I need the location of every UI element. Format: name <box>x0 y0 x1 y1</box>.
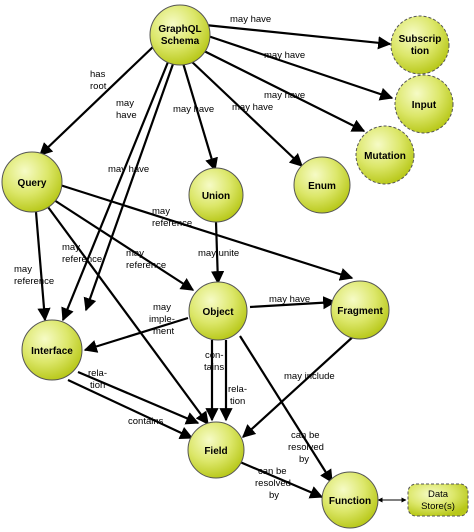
label-object-interface-1: may <box>153 302 171 313</box>
edge-query-interface <box>34 211 51 322</box>
label-query-field-2: reference <box>62 254 102 265</box>
node-interface-label: Interface <box>31 346 73 357</box>
label-object-field-contains-2: tains <box>204 362 224 373</box>
label-schema-interface-1: may <box>116 98 134 109</box>
node-field[interactable]: Field <box>187 421 245 479</box>
label-query-field-1: may <box>62 242 80 253</box>
edge-query-fragment <box>59 183 354 281</box>
label-schema-query-1: has <box>90 69 106 80</box>
node-query[interactable]: Query <box>1 151 63 213</box>
label-query-fragment-1: may <box>152 206 170 217</box>
label-schema-mutation: may have <box>264 90 305 101</box>
label-object-field-relation-1: rela- <box>228 384 247 395</box>
edge-schema-field <box>83 63 175 312</box>
label-field-function-2: resolved <box>255 478 291 489</box>
node-data-store-line2: Store(s) <box>421 501 455 512</box>
node-object-label: Object <box>202 307 234 318</box>
label-schema-subscription: may have <box>230 14 271 25</box>
edges <box>34 23 407 503</box>
label-object-fragment: may have <box>269 294 310 305</box>
label-query-object-2: reference <box>126 260 166 271</box>
node-function[interactable]: Function <box>321 471 379 529</box>
node-graphql-schema[interactable]: GraphQL Schema <box>149 4 211 66</box>
node-enum-label: Enum <box>308 181 336 192</box>
node-interface[interactable]: Interface <box>21 319 83 381</box>
edge-schema-interface <box>61 61 170 322</box>
label-fragment-field: may include <box>284 371 335 382</box>
node-fragment-label: Fragment <box>337 306 383 317</box>
node-graphql-schema-line2: Schema <box>161 36 200 47</box>
label-schema-input: may have <box>264 50 305 61</box>
label-object-function-2: resolved <box>288 442 324 453</box>
label-interface-field-contains: contains <box>128 416 164 427</box>
node-data-store[interactable]: Data Store(s) <box>407 483 469 517</box>
edge-object-function <box>239 335 333 484</box>
edge-schema-enum <box>189 59 303 167</box>
edge-object-interface <box>83 316 189 353</box>
label-schema-field: may have <box>108 164 149 175</box>
node-mutation[interactable]: Mutation <box>355 125 415 185</box>
label-schema-interface-2: have <box>116 110 137 121</box>
node-union-label: Union <box>202 191 230 202</box>
edge-labels: may have may have may have may have may … <box>14 14 335 501</box>
label-interface-field-relation-2: tion <box>90 380 105 391</box>
label-query-object-1: may <box>126 248 144 259</box>
node-subscription-line2: tion <box>411 46 429 57</box>
label-schema-enum: may have <box>232 102 273 113</box>
edge-query-object <box>53 199 195 291</box>
node-enum[interactable]: Enum <box>293 156 351 214</box>
node-subscription-line1: Subscrip <box>399 34 442 45</box>
node-function-label: Function <box>329 496 371 507</box>
label-object-function-1: can be <box>291 430 320 441</box>
label-field-function-3: by <box>269 490 279 501</box>
node-data-store-line1: Data <box>428 489 449 500</box>
edge-fragment-field <box>242 333 357 438</box>
edge-interface-field-contains <box>67 379 194 439</box>
edge-schema-subscription <box>204 23 392 50</box>
node-query-label: Query <box>18 178 47 189</box>
label-query-interface-2: reference <box>14 276 54 287</box>
label-schema-union: may have <box>173 104 214 115</box>
node-subscription[interactable]: Subscrip tion <box>390 15 450 75</box>
label-interface-field-relation-1: rela- <box>88 368 107 379</box>
edge-schema-union <box>181 62 218 172</box>
edge-field-function <box>239 460 324 499</box>
label-query-fragment-2: reference <box>152 218 192 229</box>
node-field-label: Field <box>204 446 227 457</box>
label-query-interface-1: may <box>14 264 32 275</box>
edge-schema-mutation <box>201 49 366 132</box>
label-object-interface-2: imple- <box>149 314 175 325</box>
label-object-field-relation-2: tion <box>230 396 245 407</box>
edge-union-object <box>211 221 225 285</box>
label-object-field-contains-1: con- <box>205 350 223 361</box>
label-object-interface-3: ment <box>153 326 174 337</box>
edge-object-fragment <box>249 296 337 310</box>
node-object[interactable]: Object <box>188 281 248 341</box>
label-field-function-1: can be <box>258 466 287 477</box>
node-union[interactable]: Union <box>188 167 244 223</box>
edge-schema-query <box>39 44 156 156</box>
edge-schema-input <box>207 34 394 101</box>
node-mutation-label: Mutation <box>364 151 406 162</box>
label-object-function-3: by <box>299 454 309 465</box>
label-schema-query-2: root <box>90 81 107 92</box>
node-input[interactable]: Input <box>394 74 454 134</box>
label-union-object: may unite <box>198 248 239 259</box>
node-input-label: Input <box>412 100 437 111</box>
nodes: GraphQL Schema Subscrip tion Input Mutat… <box>1 4 469 529</box>
node-graphql-schema-line1: GraphQL <box>158 24 201 35</box>
edge-query-field <box>47 206 209 426</box>
node-fragment[interactable]: Fragment <box>330 280 390 340</box>
edge-interface-field-relation <box>77 370 200 425</box>
